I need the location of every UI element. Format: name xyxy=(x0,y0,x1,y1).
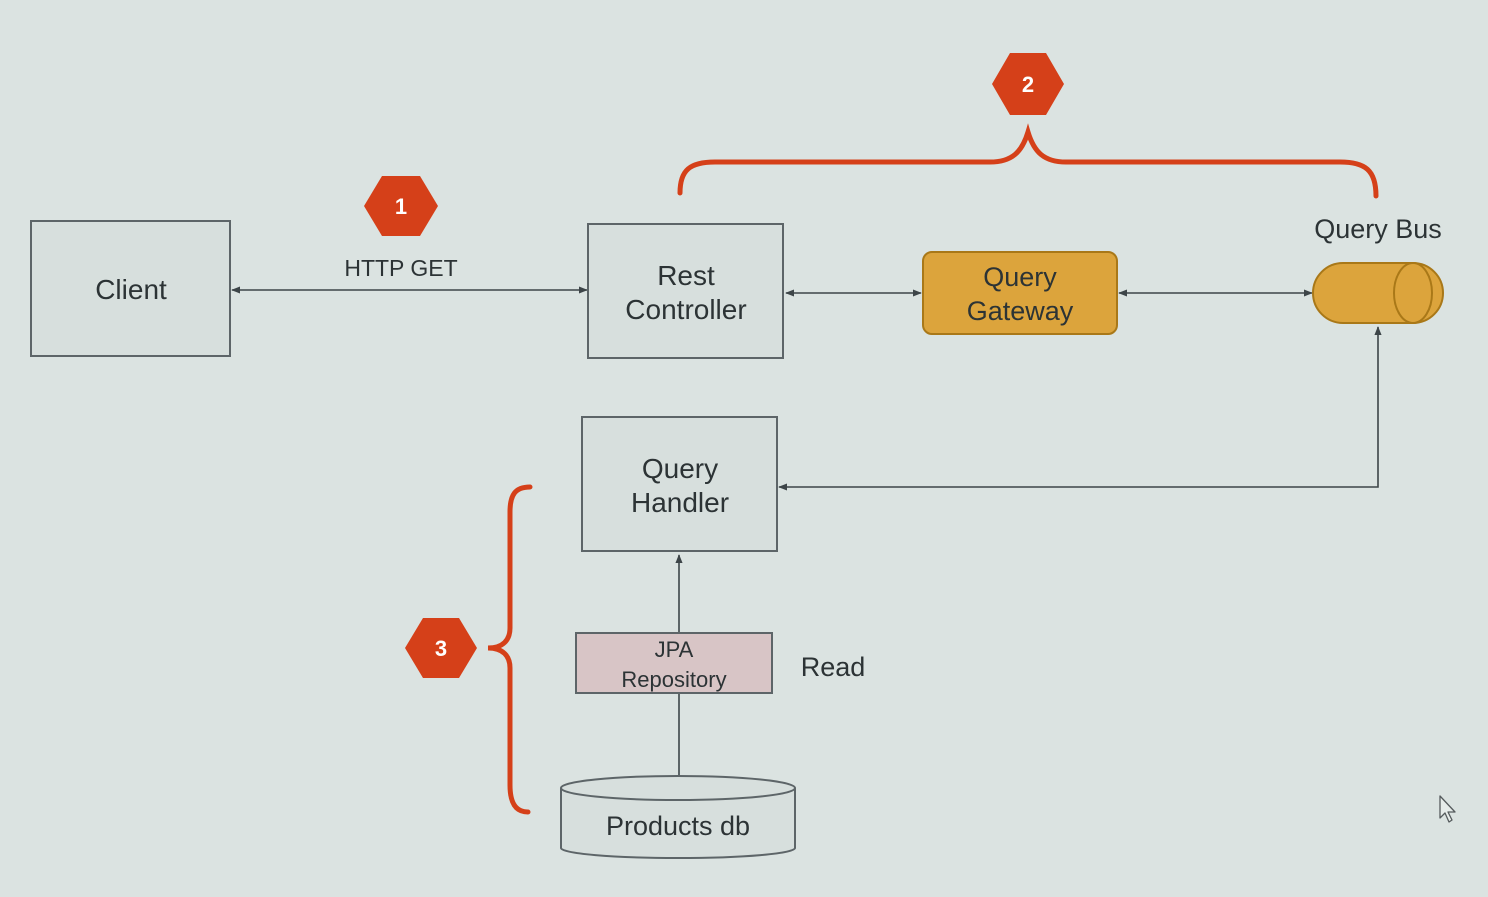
brace-step-2 xyxy=(677,123,1379,199)
svg-text:Client: Client xyxy=(95,274,167,305)
svg-text:Rest: Rest xyxy=(657,260,715,291)
svg-text:Gateway: Gateway xyxy=(967,296,1074,326)
rest-controller-node: Rest Controller xyxy=(587,223,784,359)
svg-text:Query: Query xyxy=(983,262,1057,292)
client-node: Client xyxy=(30,220,231,357)
products-db-node: Products db xyxy=(560,775,796,859)
query-handler-node: Query Handler xyxy=(581,416,778,552)
mouse-pointer-icon xyxy=(1439,795,1456,823)
svg-text:Products db: Products db xyxy=(606,811,750,841)
svg-text:Repository: Repository xyxy=(621,667,726,692)
svg-text:3: 3 xyxy=(435,636,447,661)
svg-text:Query: Query xyxy=(642,453,718,484)
bus-handler-connector xyxy=(778,326,1382,491)
jpa-repository-node: JPA Repository xyxy=(575,632,773,694)
svg-text:Query Bus: Query Bus xyxy=(1314,214,1442,244)
query-bus-node: Query Bus xyxy=(1312,214,1444,324)
read-label: Read xyxy=(801,652,866,682)
svg-text:2: 2 xyxy=(1022,72,1034,97)
step-marker-1: 1 xyxy=(364,176,438,236)
step-marker-3: 3 xyxy=(405,618,477,678)
http-get-label: HTTP GET xyxy=(344,255,457,281)
brace-step-3 xyxy=(487,484,533,815)
step-marker-2: 2 xyxy=(992,53,1064,115)
svg-text:1: 1 xyxy=(395,194,407,219)
svg-text:Controller: Controller xyxy=(625,294,746,325)
query-gateway-node: Query Gateway xyxy=(922,251,1118,335)
svg-text:JPA: JPA xyxy=(655,637,694,662)
svg-text:Handler: Handler xyxy=(631,487,729,518)
